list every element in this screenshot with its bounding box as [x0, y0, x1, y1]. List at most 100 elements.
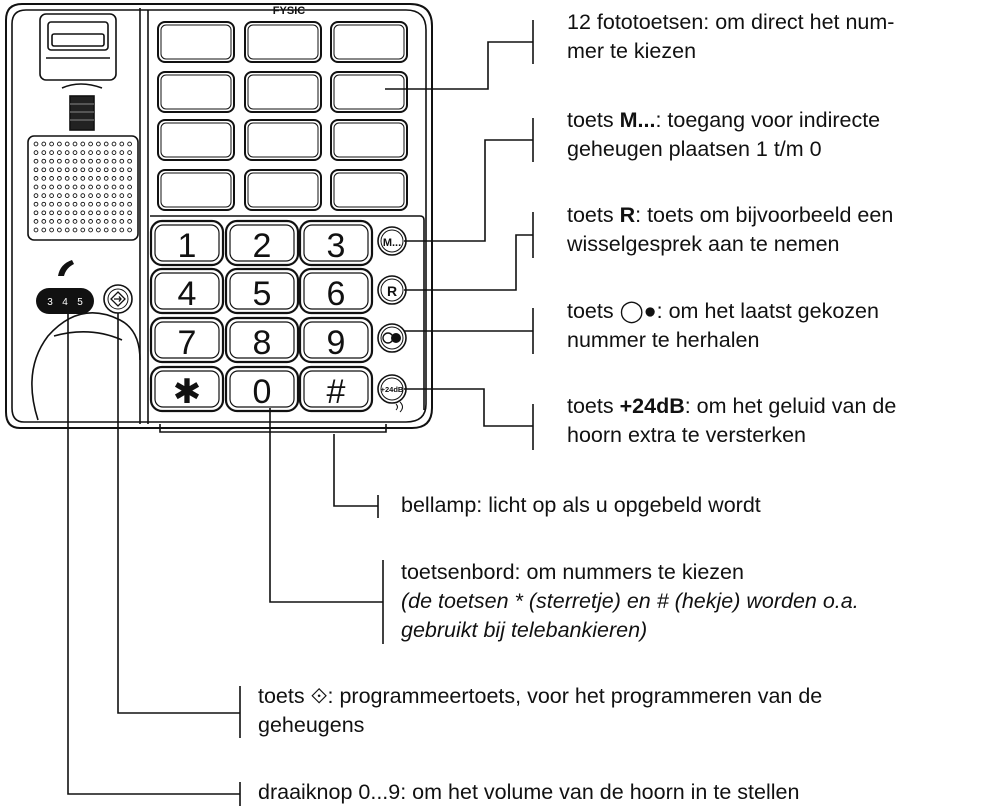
grille-hole: [96, 210, 101, 216]
photo-key-10[interactable]: [157, 169, 235, 211]
grille-hole: [72, 150, 78, 155]
grille-hole: [96, 176, 101, 181]
grille-hole: [33, 167, 39, 173]
grille-hole: [88, 193, 93, 198]
grille-hole: [57, 150, 62, 155]
grille-hole: [72, 227, 78, 233]
keypad-key-3[interactable]: 3: [298, 219, 374, 267]
volume-5: 5: [77, 297, 83, 308]
callout-memory-key: toets M...: toegang voor indirecte geheu…: [567, 108, 881, 161]
grille-hole: [41, 167, 47, 173]
photo-keys[interactable]: [157, 21, 408, 211]
boost-key[interactable]: +24dB: [377, 374, 407, 413]
memory-key[interactable]: M...: [377, 226, 407, 256]
grille-hole: [111, 227, 117, 233]
photo-key-3[interactable]: [330, 21, 408, 63]
grille-hole: [49, 210, 54, 216]
callout-boost-key: toets +24dB: om het geluid van de hoorn …: [567, 394, 897, 447]
photo-key-7[interactable]: [157, 119, 235, 161]
telephone-base: [5, 3, 433, 433]
grille-hole: [49, 201, 54, 207]
grille-hole: [103, 167, 109, 173]
grille-hole: [96, 219, 101, 224]
photo-key-8[interactable]: [244, 119, 322, 161]
grille-hole: [33, 201, 39, 207]
grille-hole: [111, 167, 117, 173]
grille-hole: [41, 184, 47, 190]
photo-key-5[interactable]: [244, 71, 322, 113]
grille-hole: [64, 201, 70, 207]
keypad-key-7[interactable]: 7: [149, 316, 225, 364]
grille-hole: [103, 184, 109, 190]
volume-dial[interactable]: 3 4 5: [36, 288, 94, 314]
keypad-key-10[interactable]: ✱: [149, 365, 225, 413]
grille-hole: [72, 193, 78, 198]
grille-hole: [72, 184, 78, 190]
keypad-key-4[interactable]: 4: [149, 267, 225, 315]
redial-symbol: ◯●: [619, 299, 657, 323]
grille-hole: [119, 167, 125, 173]
photo-key-9[interactable]: [330, 119, 408, 161]
redial-key[interactable]: [377, 323, 407, 353]
grille-hole: [119, 158, 125, 164]
grille-hole: [49, 193, 54, 198]
grille-hole: [111, 210, 117, 216]
side-keys[interactable]: M... R +24dB: [377, 226, 407, 413]
hearing-aid-icon: [395, 401, 403, 413]
photo-key-12[interactable]: [330, 169, 408, 211]
grille-hole: [127, 193, 132, 198]
grille-hole: [41, 158, 47, 164]
grille-hole: [88, 150, 93, 155]
keypad-key-2[interactable]: 2: [224, 219, 300, 267]
grille-hole: [57, 219, 62, 224]
grille-hole: [64, 141, 70, 147]
grille-hole: [64, 210, 70, 216]
grille-hole: [88, 210, 93, 216]
grille-hole: [96, 141, 101, 147]
grille-hole: [41, 193, 47, 198]
grille-hole: [72, 158, 78, 164]
grille-hole: [64, 150, 70, 155]
grille-hole: [127, 227, 132, 233]
grille-hole: [80, 184, 86, 190]
keypad-key-1[interactable]: 1: [149, 219, 225, 267]
grille-hole: [49, 227, 54, 233]
photo-key-4[interactable]: [157, 71, 235, 113]
grille-hole: [111, 201, 117, 207]
grille-hole: [88, 176, 93, 181]
photo-key-11[interactable]: [244, 169, 322, 211]
keypad-key-label: 3: [327, 227, 346, 265]
keypad-key-6[interactable]: 6: [298, 267, 374, 315]
grille-hole: [57, 227, 62, 233]
grille-hole: [88, 219, 93, 224]
grille-hole: [119, 201, 125, 207]
photo-key-1[interactable]: [157, 21, 235, 63]
grille-hole: [80, 201, 86, 207]
grille-hole: [88, 158, 93, 164]
keypad-key-8[interactable]: 8: [224, 316, 300, 364]
grille-hole: [127, 184, 132, 190]
grille-hole: [119, 184, 125, 190]
grille-hole: [111, 193, 117, 198]
keypad-key-label: #: [327, 373, 346, 411]
grille-hole: [57, 193, 62, 198]
grille-hole: [103, 227, 109, 233]
keypad-key-5[interactable]: 5: [224, 267, 300, 315]
program-key[interactable]: [103, 284, 133, 314]
grille-hole: [103, 219, 109, 224]
grille-hole: [88, 227, 93, 233]
grille-hole: [57, 158, 62, 164]
keypad-key-12[interactable]: #: [298, 365, 374, 413]
recall-key[interactable]: R: [377, 275, 407, 305]
photo-key-2[interactable]: [244, 21, 322, 63]
keypad-key-11[interactable]: 0: [224, 365, 300, 413]
grille-hole: [49, 141, 54, 147]
grille-hole: [80, 210, 86, 216]
grille-hole: [103, 210, 109, 216]
photo-key-6[interactable]: [330, 71, 408, 113]
keypad-key-9[interactable]: 9: [298, 316, 374, 364]
grille-hole: [57, 184, 62, 190]
grille-hole: [80, 219, 86, 224]
